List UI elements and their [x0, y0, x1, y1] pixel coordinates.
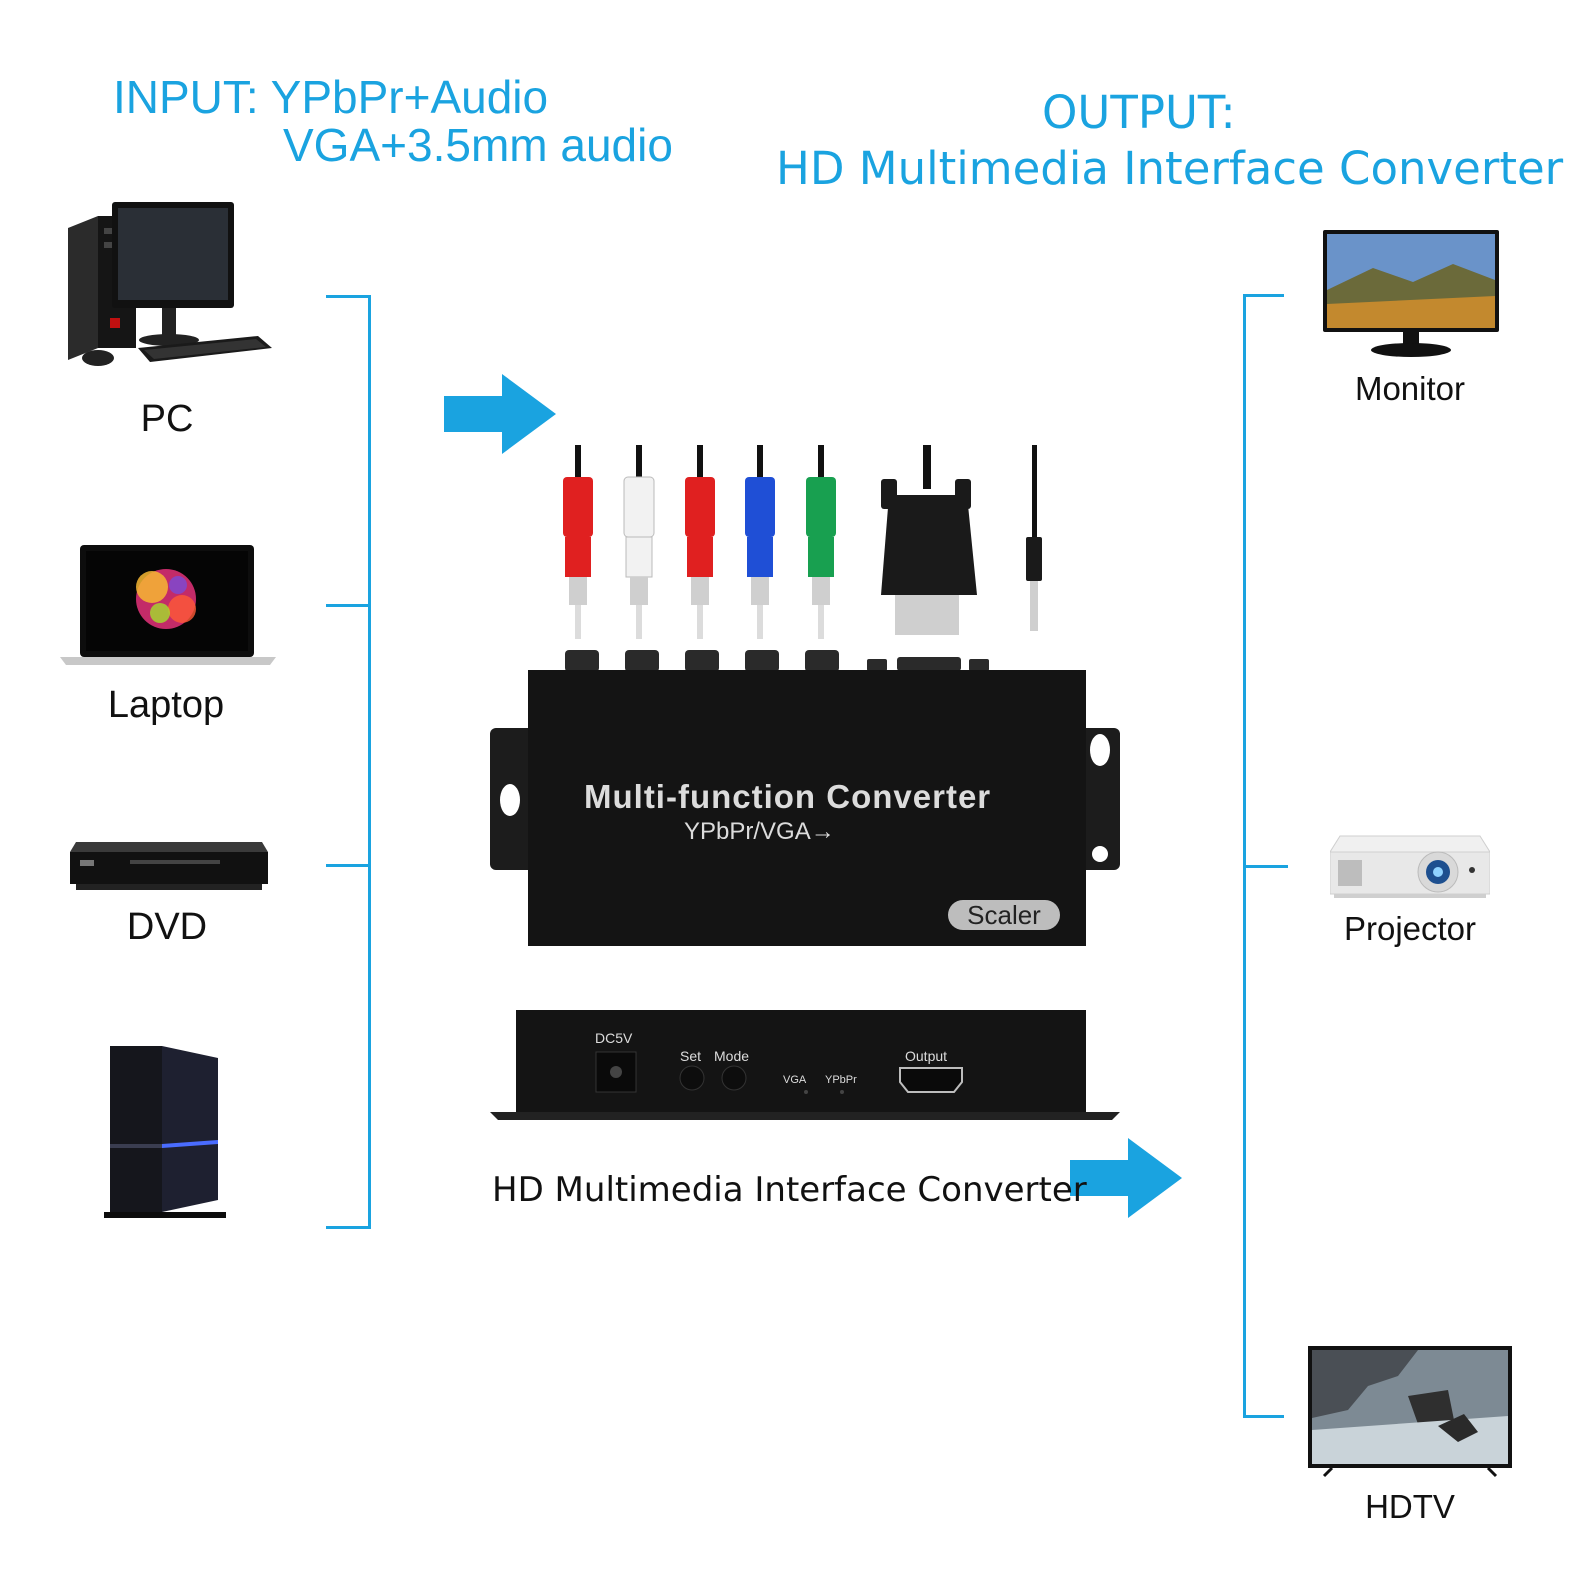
- rca-plug-red-icon: [563, 445, 593, 639]
- converter-rear-view: DC5V Set Mode VGA YPbPr Output: [490, 1008, 1120, 1124]
- laptop-icon: [60, 545, 276, 665]
- output-subtitle: HD Multimedia Interface Converter: [776, 142, 1564, 195]
- output-arrow-icon: [1070, 1138, 1182, 1218]
- hdtv-label: HDTV: [1365, 1488, 1455, 1525]
- projector-label: Projector: [1343, 910, 1477, 947]
- audio-jack-icon: [1026, 445, 1042, 631]
- dvd-device: [70, 838, 268, 894]
- output-bracket-tick: [1243, 865, 1288, 868]
- hdtv-device: [1308, 1346, 1512, 1478]
- console-device: [100, 1044, 230, 1220]
- game-console-icon: [104, 1046, 226, 1218]
- set-button-label: Set: [680, 1048, 702, 1064]
- input-bracket: [326, 295, 371, 1229]
- input-bracket-tick: [326, 604, 368, 607]
- desktop-pc-icon: [68, 202, 272, 366]
- output-bracket: [1243, 294, 1284, 1418]
- ypbpr-led-label: YPbPr: [825, 1074, 857, 1086]
- output-title: OUTPUT:: [1042, 86, 1236, 139]
- monitor-device: [1323, 230, 1499, 362]
- hdtv-icon: [1308, 1346, 1512, 1478]
- dvd-label: DVD: [126, 906, 208, 948]
- power-port-label: DC5V: [595, 1030, 633, 1046]
- input-arrow-icon: [444, 374, 556, 454]
- input-title: INPUT: YPbPr+Audio: [113, 71, 549, 123]
- vga-plug-icon: [881, 445, 977, 635]
- rca-plug-blue-icon: [745, 445, 775, 639]
- device-subtitle: YPbPr/VGA→: [684, 818, 835, 845]
- pc-device: [58, 198, 274, 376]
- mode-button-label: Mode: [714, 1048, 750, 1064]
- scaler-badge: Scaler: [948, 900, 1060, 930]
- converter-rear-icon: [490, 1010, 1120, 1120]
- converter-caption: HD Multimedia Interface Converter: [492, 1170, 1087, 1210]
- rca-plug-white-icon: [623, 445, 655, 639]
- projector-device: [1330, 830, 1490, 904]
- converter-top-view: Multi-function Converter YPbPr/VGA→ Scal…: [490, 668, 1120, 950]
- vga-led-label: VGA: [783, 1074, 807, 1086]
- input-bracket-tick: [326, 864, 368, 867]
- device-title: Multi-function Converter: [584, 778, 992, 815]
- pc-label: PC: [140, 398, 194, 440]
- monitor-label: Monitor: [1354, 370, 1466, 407]
- rca-plug-green-icon: [806, 445, 836, 639]
- laptop-label: Laptop: [107, 684, 225, 726]
- dvd-player-icon: [70, 842, 268, 890]
- projector-icon: [1330, 835, 1490, 898]
- monitor-icon: [1323, 230, 1499, 357]
- input-cables: [563, 445, 1042, 672]
- input-subtitle: VGA+3.5mm audio: [283, 119, 673, 171]
- output-port-label: Output: [905, 1048, 948, 1064]
- laptop-device: [60, 543, 276, 667]
- rca-plug-red-icon: [685, 445, 715, 639]
